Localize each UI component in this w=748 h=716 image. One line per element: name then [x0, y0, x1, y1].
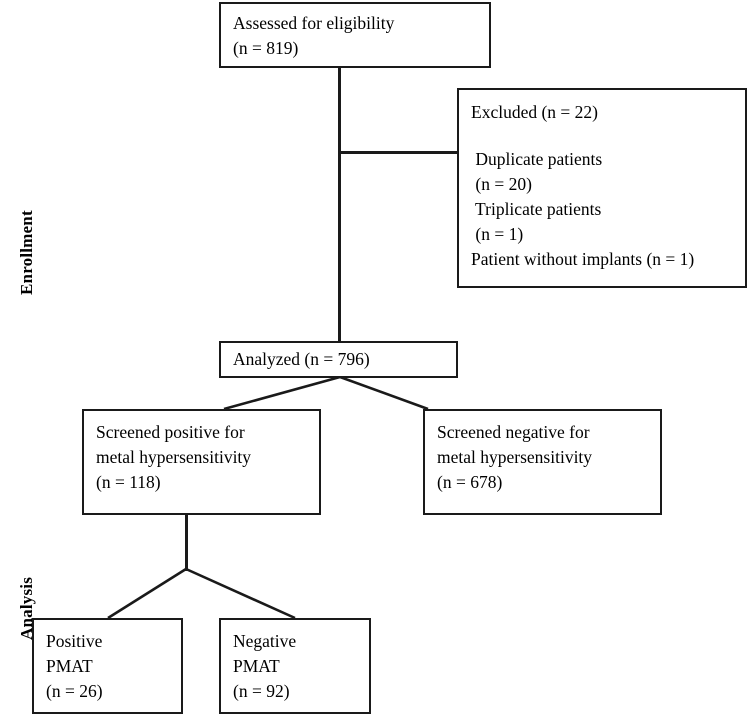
connector-split-to-negative-pmat: [185, 567, 296, 620]
box-line: Duplicate patients: [471, 149, 603, 169]
analyzed-box: Analyzed (n = 796): [219, 341, 458, 378]
connector-to-excluded: [338, 151, 459, 154]
box-line: (n = 118): [96, 472, 161, 492]
box-line: Analyzed (n = 796): [233, 349, 370, 369]
positive-pmat-box: Positive PMAT (n = 26): [32, 618, 183, 714]
box-line: Positive: [46, 631, 103, 651]
box-line: Assessed for eligibility: [233, 13, 395, 33]
box-line: (n = 26): [46, 681, 103, 701]
box-line: Negative: [233, 631, 297, 651]
connector-analyzed-to-screened-positive: [223, 375, 341, 411]
stage-label-enrollment: Enrollment: [17, 210, 36, 295]
box-line: Excluded (n = 22): [471, 102, 598, 122]
box-line: PMAT: [233, 656, 280, 676]
box-line-spacer: [471, 125, 735, 147]
connector-positive-to-pmat-split: [185, 514, 188, 571]
box-line: (n = 92): [233, 681, 290, 701]
box-line: metal hypersensitivity: [437, 447, 593, 467]
box-line: Screened positive for: [96, 422, 245, 442]
box-line: Triplicate patients: [471, 199, 602, 219]
connector-assessed-to-analyzed: [338, 67, 341, 343]
connector-split-to-positive-pmat: [107, 567, 187, 620]
box-line: Screened negative for: [437, 422, 590, 442]
negative-pmat-box: Negative PMAT (n = 92): [219, 618, 371, 714]
box-line: Patient without implants (n = 1): [471, 249, 695, 269]
box-line: (n = 1): [471, 224, 524, 244]
box-line: (n = 20): [471, 174, 532, 194]
connector-analyzed-to-screened-negative: [339, 375, 429, 411]
box-line: metal hypersensitivity: [96, 447, 252, 467]
screened-negative-box: Screened negative for metal hypersensiti…: [423, 409, 662, 515]
box-line: (n = 819): [233, 38, 299, 58]
screened-positive-box: Screened positive for metal hypersensiti…: [82, 409, 321, 515]
excluded-box: Excluded (n = 22) Duplicate patients (n …: [457, 88, 747, 288]
box-line: PMAT: [46, 656, 93, 676]
box-line: (n = 678): [437, 472, 503, 492]
assessed-for-eligibility-box: Assessed for eligibility (n = 819): [219, 2, 491, 68]
